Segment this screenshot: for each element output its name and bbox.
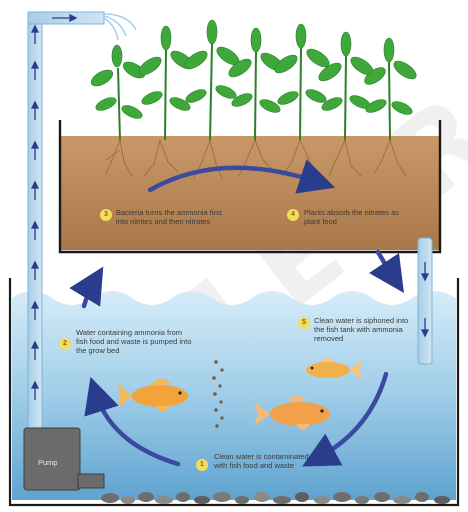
step-1-badge: 1 <box>196 459 208 471</box>
step-3-label: Bacteria turns the ammonia first into ni… <box>116 208 228 226</box>
pump-label: Pump <box>38 458 58 467</box>
step-2-label: Water containing ammonia from fish food … <box>76 328 194 355</box>
plants <box>89 20 419 140</box>
grow-bed <box>60 120 440 252</box>
step-5-label: Clean water is siphoned into the fish ta… <box>314 316 416 343</box>
siphon-pipe <box>418 238 432 364</box>
step-3-badge: 3 <box>100 209 112 221</box>
step-2-badge: 2 <box>59 338 71 350</box>
step-4-badge: 4 <box>287 209 299 221</box>
step-1-label: Clean water is contaminated with fish fo… <box>214 452 310 470</box>
step-4-label: Plants absorb the nitrates as plant food <box>304 208 400 226</box>
step-5-badge: 5 <box>298 317 310 329</box>
